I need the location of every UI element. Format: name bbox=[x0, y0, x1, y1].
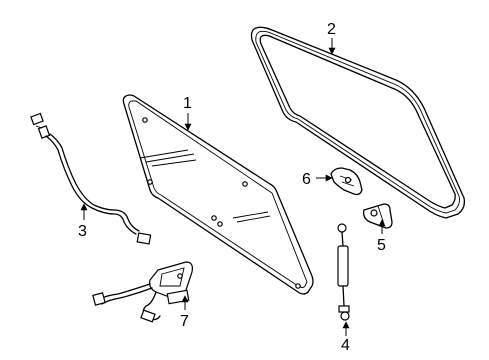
callout-2: 2 bbox=[327, 21, 336, 55]
callout-2-label: 2 bbox=[327, 21, 336, 38]
gas-strut bbox=[337, 223, 350, 321]
callout-1: 1 bbox=[183, 95, 192, 131]
callout-6: 6 bbox=[302, 171, 333, 188]
callout-4: 4 bbox=[341, 321, 350, 354]
callout-4-label: 4 bbox=[341, 337, 350, 354]
hinge-bracket bbox=[330, 167, 363, 196]
callout-1-label: 1 bbox=[183, 95, 192, 112]
callout-7-label: 7 bbox=[180, 313, 189, 330]
callout-5-label: 5 bbox=[377, 237, 386, 254]
wiring-harness bbox=[30, 112, 152, 245]
weatherstrip-seal bbox=[250, 26, 466, 219]
lift-glass bbox=[122, 94, 314, 295]
callout-6-label: 6 bbox=[302, 171, 311, 188]
callout-3-label: 3 bbox=[78, 223, 87, 240]
callout-3: 3 bbox=[78, 203, 88, 240]
callout-7: 7 bbox=[180, 295, 189, 330]
latch-assembly bbox=[92, 261, 193, 323]
callout-5: 5 bbox=[377, 219, 386, 254]
striker-latch bbox=[362, 203, 393, 229]
